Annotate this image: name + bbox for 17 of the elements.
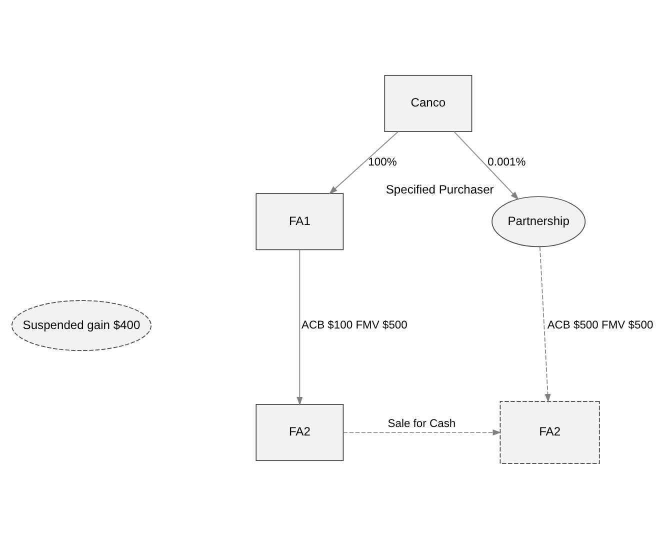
node-box: FA1 [256,193,344,250]
node-label: Specified Purchaser [386,182,494,196]
edge-label: Sale for Cash [388,418,456,430]
arrow [328,131,398,194]
arrow [342,429,502,436]
arrow [454,131,519,200]
node-box: FA2 [256,404,344,461]
arrow [539,246,551,403]
arrow [296,249,303,406]
node-ellipse: Suspended gain $400 [11,300,152,351]
node-box: FA2 [500,401,600,464]
edge-label: 0.001% [488,156,526,168]
node-ellipse: Partnership [492,196,586,248]
node-box: Canco [384,75,472,132]
edge-label: ACB $100 FMV $500 [302,319,408,332]
edge-label: 100% [368,156,397,168]
edge-label: ACB $500 FMV $500 [547,319,654,332]
